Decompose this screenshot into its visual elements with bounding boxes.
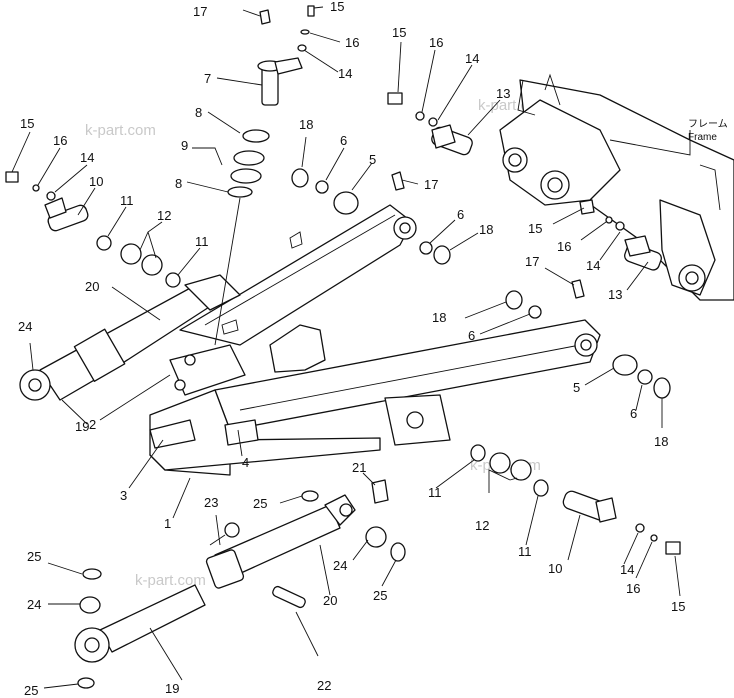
- callout-15: 15: [528, 221, 542, 236]
- callout-21: 21: [352, 460, 366, 475]
- callout-6: 6: [468, 328, 475, 343]
- watermark: k-part.com: [135, 572, 206, 589]
- callout-24: 24: [333, 558, 347, 573]
- callout-24: 24: [27, 597, 41, 612]
- watermark: k-part.com: [85, 122, 156, 139]
- callout-9: 9: [181, 138, 188, 153]
- callout-15: 15: [20, 116, 34, 131]
- callout-23: 23: [204, 495, 218, 510]
- frame-label-jp: フレーム: [688, 118, 728, 130]
- lower-cylinder-parts: [74, 479, 406, 689]
- callout-2: 2: [89, 417, 96, 432]
- callout-18: 18: [654, 434, 668, 449]
- frame-label-en: Frame: [688, 132, 717, 143]
- callout-11: 11: [518, 544, 532, 559]
- callout-1: 1: [164, 516, 171, 531]
- callout-14: 14: [80, 150, 94, 165]
- callout-25: 25: [24, 683, 38, 698]
- leader-lines: [11, 6, 681, 689]
- callout-12: 12: [475, 518, 489, 533]
- callout-5: 5: [573, 380, 580, 395]
- callout-16: 16: [626, 581, 640, 596]
- callout-11: 11: [428, 485, 442, 500]
- callout-14: 14: [465, 51, 479, 66]
- king-pin-assembly: [227, 5, 315, 198]
- callout-15: 15: [392, 25, 406, 40]
- callout-24: 24: [18, 319, 32, 334]
- callout-20: 20: [323, 593, 337, 608]
- callout-25: 25: [27, 549, 41, 564]
- callout-17: 17: [193, 4, 207, 19]
- callout-18: 18: [299, 117, 313, 132]
- callout-16: 16: [429, 35, 443, 50]
- callout-14: 14: [620, 562, 634, 577]
- callout-5: 5: [369, 152, 376, 167]
- callout-18: 18: [479, 222, 493, 237]
- callout-numbers: 17 15 16 14 7 8 9 8 15 16 14 13 15 16 14…: [18, 0, 685, 698]
- callout-11: 11: [120, 193, 134, 208]
- callout-13: 13: [608, 287, 622, 302]
- callout-3: 3: [120, 488, 127, 503]
- callout-4: 4: [242, 455, 249, 470]
- tractor-frame: [499, 73, 734, 301]
- callout-6: 6: [340, 133, 347, 148]
- callout-15: 15: [330, 0, 344, 14]
- callout-6: 6: [630, 406, 637, 421]
- callout-12: 12: [157, 208, 171, 223]
- callout-25: 25: [373, 588, 387, 603]
- callout-14: 14: [338, 66, 352, 81]
- upper-right-pins: [291, 92, 671, 399]
- callout-13: 13: [496, 86, 510, 101]
- callout-19: 19: [165, 681, 179, 696]
- callout-7: 7: [204, 71, 211, 86]
- upper-cylinder: [19, 274, 241, 401]
- callout-16: 16: [557, 239, 571, 254]
- callout-6: 6: [457, 207, 464, 222]
- callout-8: 8: [195, 105, 202, 120]
- callout-25: 25: [253, 496, 267, 511]
- callout-16: 16: [53, 133, 67, 148]
- callout-10: 10: [89, 174, 103, 189]
- callout-19: 19: [75, 419, 89, 434]
- callout-15: 15: [671, 599, 685, 614]
- lower-right-pins: [470, 444, 681, 555]
- callout-11: 11: [195, 234, 209, 249]
- left-pin-assembly: [5, 171, 181, 288]
- callout-10: 10: [548, 561, 562, 576]
- a-frame: [149, 204, 601, 476]
- callout-20: 20: [85, 279, 99, 294]
- callout-16: 16: [345, 35, 359, 50]
- callout-8: 8: [175, 176, 182, 191]
- callout-17: 17: [525, 254, 539, 269]
- callout-14: 14: [586, 258, 600, 273]
- callout-22: 22: [317, 678, 331, 693]
- callout-18: 18: [432, 310, 446, 325]
- callout-17: 17: [424, 177, 438, 192]
